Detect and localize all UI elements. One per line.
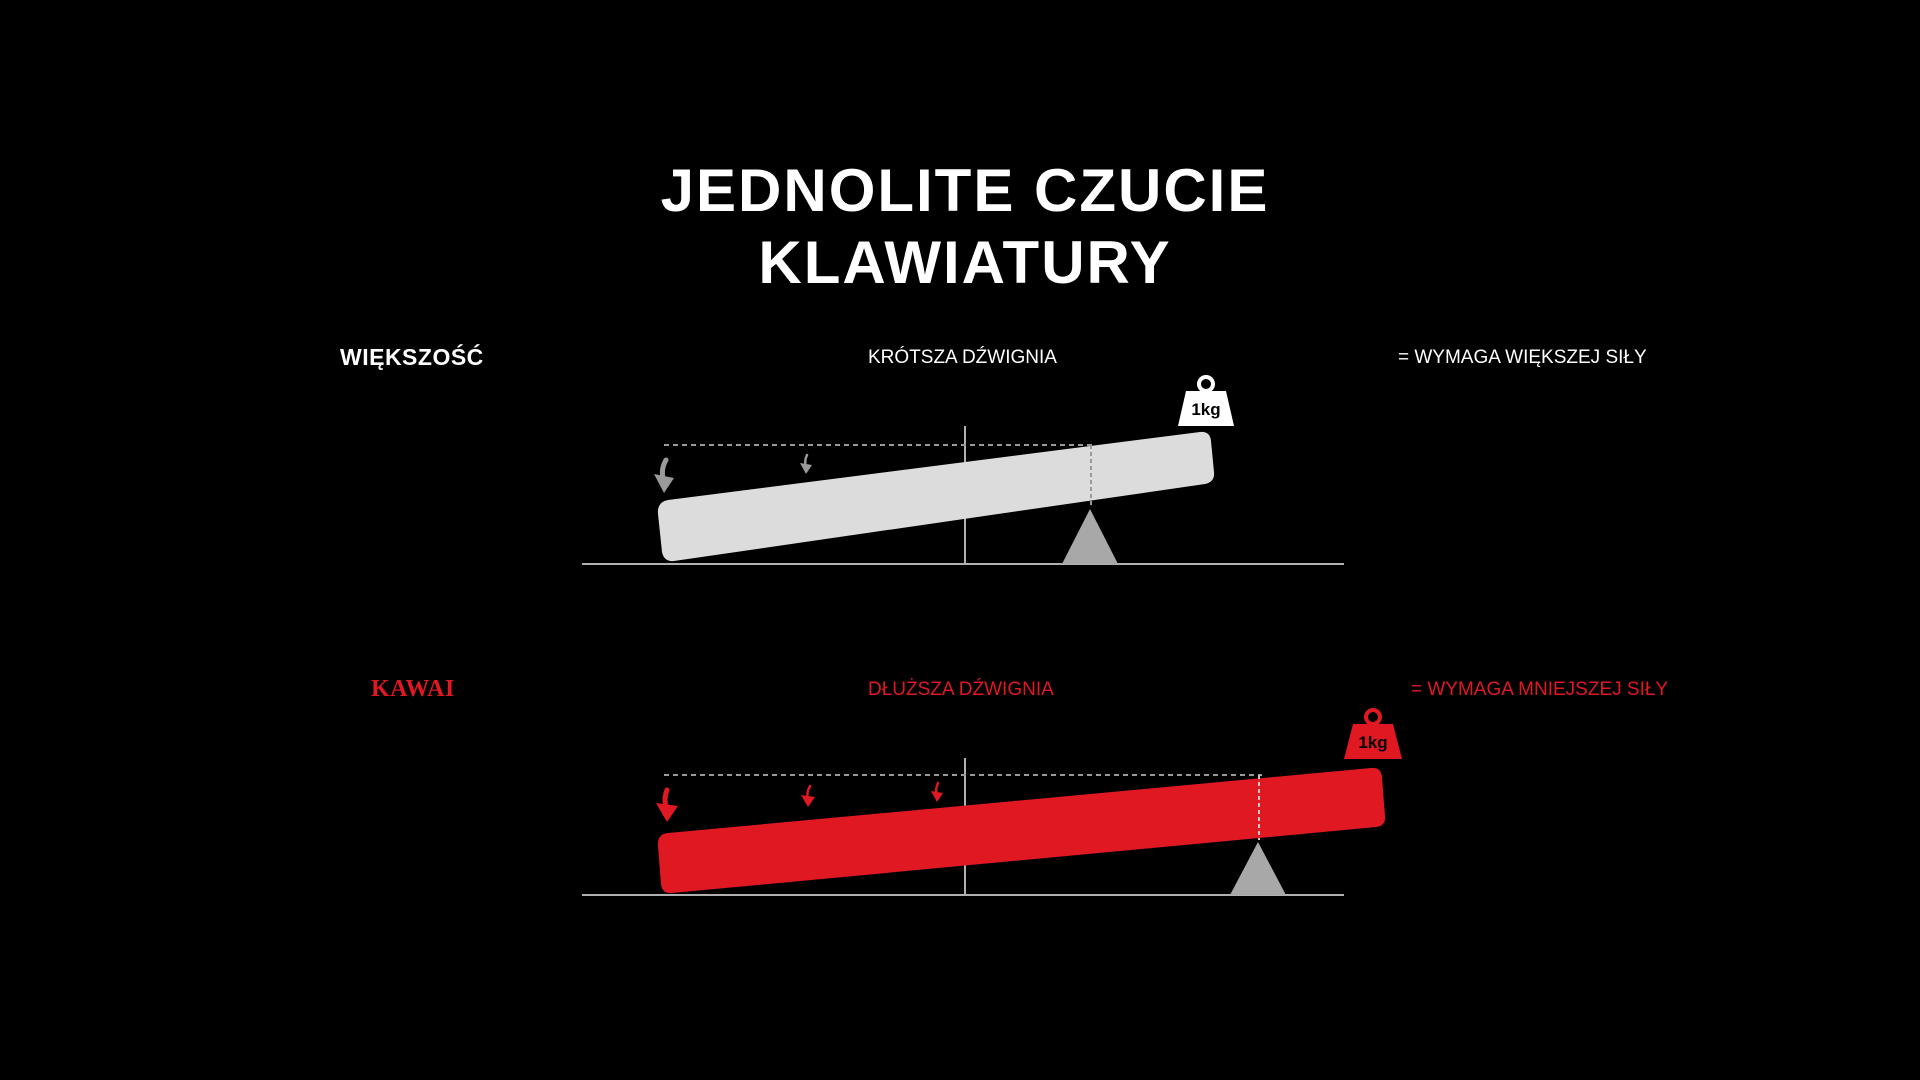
row-2-result-label: = WYMAGA MNIEJSZEJ SIŁY (1411, 679, 1669, 700)
key-lever-2 (657, 767, 1386, 894)
page-title: JEDNOLITE CZUCIE KLAWIATURY (0, 155, 1920, 299)
weight-label-1: 1kg (1191, 400, 1220, 419)
row-1-lever-label: KRÓTSZA DŹWIGNIA (868, 347, 1057, 368)
down-arrow-icon (654, 457, 674, 493)
down-arrow-icon (931, 781, 943, 802)
row-2-lever-label: DŁUŻSZA DŹWIGNIA (868, 679, 1054, 700)
down-arrow-icon (656, 787, 678, 822)
down-arrow-icon (801, 784, 815, 807)
fulcrum-2 (1230, 842, 1286, 895)
key-lever-1 (657, 431, 1215, 562)
row-1-result-label: = WYMAGA WIĘKSZEJ SIŁY (1398, 347, 1647, 368)
weight-label-2: 1kg (1358, 733, 1387, 752)
lever-diagram-short: 1kg (582, 375, 1344, 565)
kawai-logo: KAWAI (371, 676, 455, 702)
title-line-1: JEDNOLITE CZUCIE (660, 157, 1270, 224)
fulcrum-1 (1062, 509, 1118, 564)
weight-icon: 1kg (1178, 375, 1234, 426)
row-1-name: WIĘKSZOŚĆ (340, 344, 484, 370)
down-arrow-icon (800, 453, 812, 474)
title-line-2: KLAWIATURY (758, 229, 1172, 296)
lever-diagram-long: 1kg (582, 708, 1402, 896)
weight-icon: 1kg (1344, 708, 1402, 759)
